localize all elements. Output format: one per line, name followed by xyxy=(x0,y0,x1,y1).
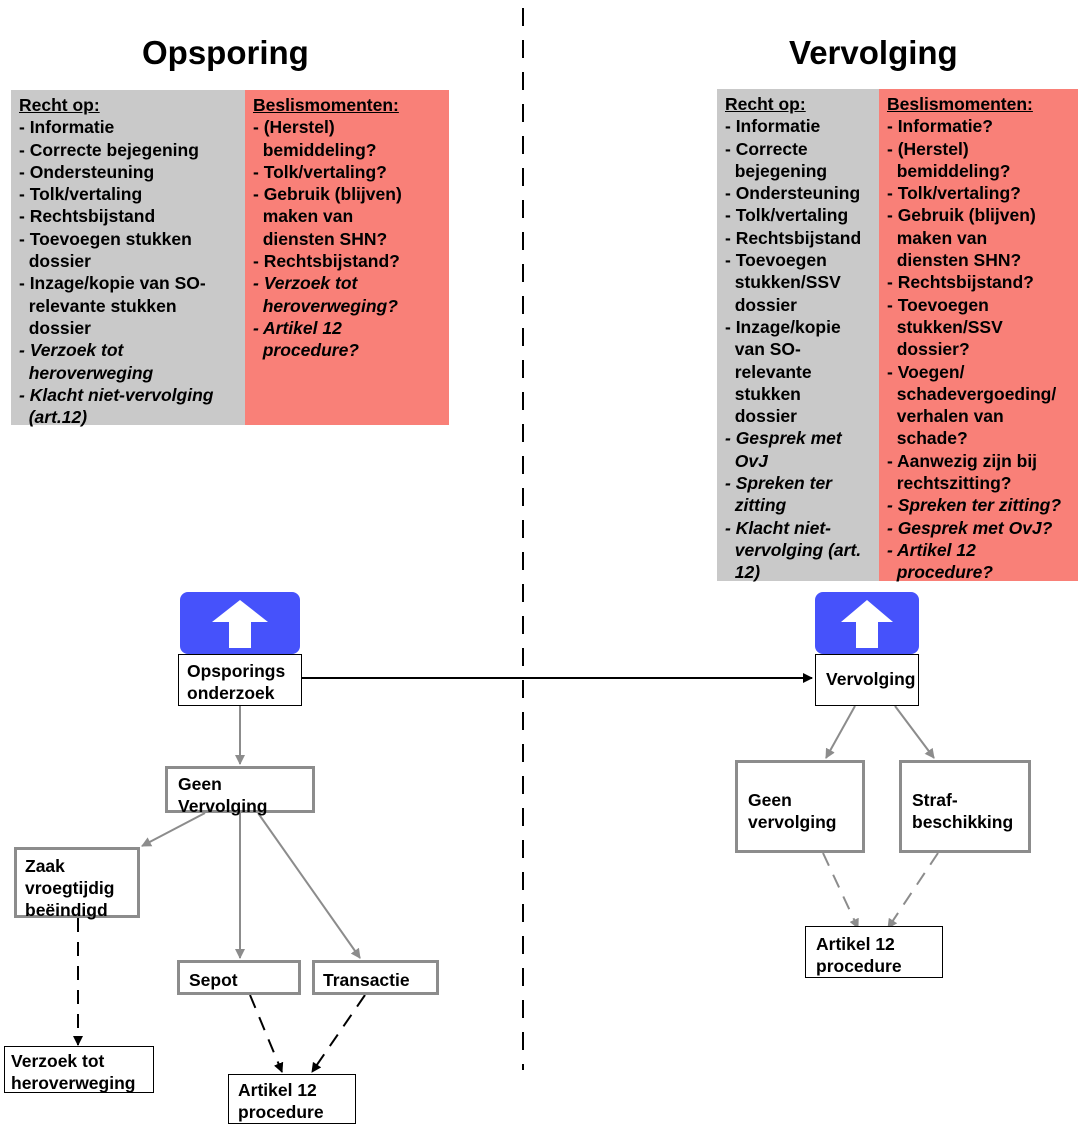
connector-vervolging-to-strafbeschikking xyxy=(894,705,935,759)
node-artikel12-procedure: Artikel 12 procedure xyxy=(805,926,943,978)
panel-item: - Gebruik (blijven) maken van diensten S… xyxy=(253,184,402,249)
panel-item: - (Herstel) bemiddeling? xyxy=(253,117,377,160)
node-transactie: Transactie xyxy=(312,960,439,995)
right-rights-panel: Recht op: - Informatie- Correcte bejegen… xyxy=(717,89,879,583)
panel-item: - Rechtsbijstand xyxy=(725,227,862,248)
node-sepot: Sepot xyxy=(177,960,301,995)
panel-item: - Klacht niet- vervolging (art. 12) xyxy=(725,517,862,583)
decisions-header: Beslismomenten: xyxy=(253,95,399,115)
panel-item: - Artikel 12 procedure? xyxy=(253,317,359,361)
panel-item: - Artikel 12 procedure? xyxy=(887,539,993,583)
connector-transactie-to-artikel12 xyxy=(311,994,366,1073)
left-phase-title: Opsporing xyxy=(142,34,309,71)
panel-item: - Ondersteuning xyxy=(725,183,861,204)
panel-item: - Tolk/vertaling xyxy=(725,205,849,226)
up-arrow-icon xyxy=(815,592,919,654)
node-strafbeschikking: Straf- beschikking xyxy=(899,760,1031,853)
panel-item: - Rechtsbijstand? xyxy=(253,251,400,272)
panel-item: - Tolk/vertaling xyxy=(19,184,143,205)
panel-item: - Informatie xyxy=(19,117,115,138)
node-zaak-vroegtijdig-beeindigd: Zaak vroegtijdig beëindigd xyxy=(14,847,140,920)
panel-item: - Correcte bejegening xyxy=(19,139,199,160)
panel-item: - Spreken ter zitting? xyxy=(887,495,1062,516)
panel-item: - Inzage/kopie van SO- relevante stukken… xyxy=(19,273,206,338)
panel-item: - Informatie? xyxy=(887,116,993,137)
connector-sepot-to-artikel12 xyxy=(249,994,284,1073)
rights-header: Recht op: xyxy=(19,95,100,115)
panel-item: - Verzoek tot heroverweging? xyxy=(253,273,398,316)
panel-item: - Rechtsbijstand xyxy=(19,206,156,227)
node-geen-vervolging: Geen Vervolging xyxy=(165,766,315,816)
up-arrow-icon xyxy=(180,592,300,654)
right-decisions-panel: Beslismomenten: - Informatie?- (Herstel)… xyxy=(879,89,1078,583)
connector-to-zaak-vroegtijdig xyxy=(141,812,206,847)
panel-item: - Spreken ter zitting xyxy=(725,473,832,516)
panel-item: - Toevoegen stukken/SSV dossier? xyxy=(887,294,1003,360)
left-rights-panel: Recht op: - Informatie- Correcte bejegen… xyxy=(11,90,245,427)
panel-item: - Gebruik (blijven) maken van diensten S… xyxy=(887,205,1036,271)
node-geen-vervolging: Geen vervolging xyxy=(735,760,865,853)
right-phase-title: Vervolging xyxy=(789,34,958,71)
panel-item: - Rechtsbijstand? xyxy=(887,272,1034,293)
connector-vervolging-to-geen-vervolging xyxy=(825,705,856,759)
connector-strafbeschikking-to-artikel12 xyxy=(887,852,939,929)
node-opsporingsonderzoek: Opsporings onderzoek xyxy=(178,654,302,706)
decisions-header: Beslismomenten: xyxy=(887,94,1033,114)
panel-item: - Correcte bejegening xyxy=(725,138,828,181)
panel-item: - Gesprek met OvJ xyxy=(725,428,842,471)
node-vervolging: Vervolging xyxy=(815,654,919,706)
rights-header: Recht op: xyxy=(725,94,806,114)
panel-item: - Gesprek met OvJ? xyxy=(887,517,1053,538)
node-artikel12-procedure: Artikel 12 procedure xyxy=(228,1074,356,1124)
panel-item: - Verzoek tot heroverweging xyxy=(19,340,154,383)
connector-to-transactie xyxy=(257,812,361,959)
left-decisions-panel: Beslismomenten: - (Herstel) bemiddeling?… xyxy=(245,90,449,425)
panel-item: - Tolk/vertaling? xyxy=(253,161,387,182)
panel-item: - Informatie xyxy=(725,116,821,137)
panel-item: - Tolk/vertaling? xyxy=(887,183,1021,204)
panel-item: - (Herstel) bemiddeling? xyxy=(887,138,1011,181)
panel-item: - Inzage/kopie van SO- relevante stukken… xyxy=(725,316,841,427)
panel-item: - Toevoegen stukken dossier xyxy=(19,228,192,272)
connector-geen-vervolging-to-artikel12 xyxy=(822,852,859,929)
panel-item: - Aanwezig zijn bij rechtszitting? xyxy=(887,450,1038,494)
node-verzoek-tot-heroverweging: Verzoek tot heroverweging xyxy=(4,1046,154,1093)
panel-item: - Voegen/ schadevergoeding/ verhalen van… xyxy=(887,361,1057,449)
panel-item: - Toevoegen stukken/SSV dossier xyxy=(725,250,841,315)
panel-item: - Klacht niet-vervolging (art.12) xyxy=(19,384,214,428)
panel-item: - Ondersteuning xyxy=(19,161,155,182)
